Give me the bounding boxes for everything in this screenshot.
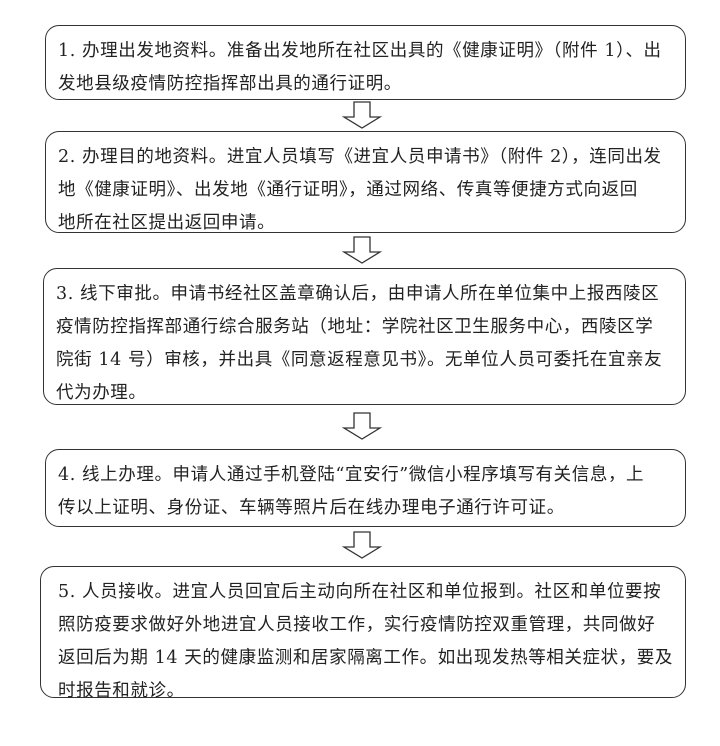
step-5-line-3: 返回后为期 14 天的健康监测和居家隔离工作。如出现发热等相关症状，要及 bbox=[58, 648, 673, 668]
down-arrow-icon bbox=[341, 412, 383, 440]
down-arrow-icon bbox=[341, 101, 383, 129]
step-3-line-3: 院街 14 号）审核，并出具《同意返程意见书》。无单位人员可委托在宜亲友 bbox=[56, 350, 663, 370]
step-4-box: 4. 线上办理。申请人通过手机登陆“宜安行”微信小程序填写有关信息，上 传以上证… bbox=[45, 449, 686, 527]
step-1-line-1: 1. 办理出发地资料。准备出发地所在社区出具的《健康证明》（附件 1）、出 bbox=[58, 41, 662, 61]
step-4-line-2: 传以上证明、身份证、车辆等照片后在线办理电子通行许可证。 bbox=[58, 498, 565, 518]
down-arrow-icon bbox=[341, 531, 383, 559]
step-2-line-2: 地《健康证明》、出发地《通行证明》，通过网络、传真等便捷方式向返回 bbox=[58, 180, 638, 200]
step-5-box: 5. 人员接收。进宜人员回宜后主动向所在社区和单位报到。社区和单位要按 照防疫要… bbox=[40, 566, 686, 701]
step-3-line-1: 3. 线下审批。申请书经社区盖章确认后，由申请人所在单位集中上报西陵区 bbox=[56, 284, 660, 304]
step-2-box: 2. 办理目的地资料。进宜人员填写《进宜人员申请书》（附件 2），连同出发 地《… bbox=[45, 131, 686, 233]
down-arrow-icon bbox=[341, 236, 383, 264]
step-4-line-1: 4. 线上办理。申请人通过手机登陆“宜安行”微信小程序填写有关信息，上 bbox=[58, 465, 645, 485]
step-3-line-2: 疫情防控指挥部通行综合服务站（地址：学院社区卫生服务中心，西陵区学 bbox=[56, 317, 654, 337]
step-2-line-1: 2. 办理目的地资料。进宜人员填写《进宜人员申请书》（附件 2），连同出发 bbox=[58, 147, 662, 167]
step-5-line-2: 照防疫要求做好外地进宜人员接收工作，实行疫情防控双重管理，共同做好 bbox=[58, 615, 656, 635]
step-1-line-2: 发地县级疫情防控指挥部出具的通行证明。 bbox=[58, 74, 402, 94]
step-3-box: 3. 线下审批。申请书经社区盖章确认后，由申请人所在单位集中上报西陵区 疫情防控… bbox=[43, 268, 686, 405]
step-1-box: 1. 办理出发地资料。准备出发地所在社区出具的《健康证明》（附件 1）、出 发地… bbox=[45, 25, 686, 100]
step-3-line-4: 代为办理。 bbox=[56, 383, 147, 403]
step-2-line-3: 地所在社区提出返回申请。 bbox=[58, 213, 276, 233]
step-5-line-1: 5. 人员接收。进宜人员回宜后主动向所在社区和单位报到。社区和单位要按 bbox=[58, 582, 662, 602]
step-5-line-4: 时报告和就诊。 bbox=[58, 681, 185, 701]
